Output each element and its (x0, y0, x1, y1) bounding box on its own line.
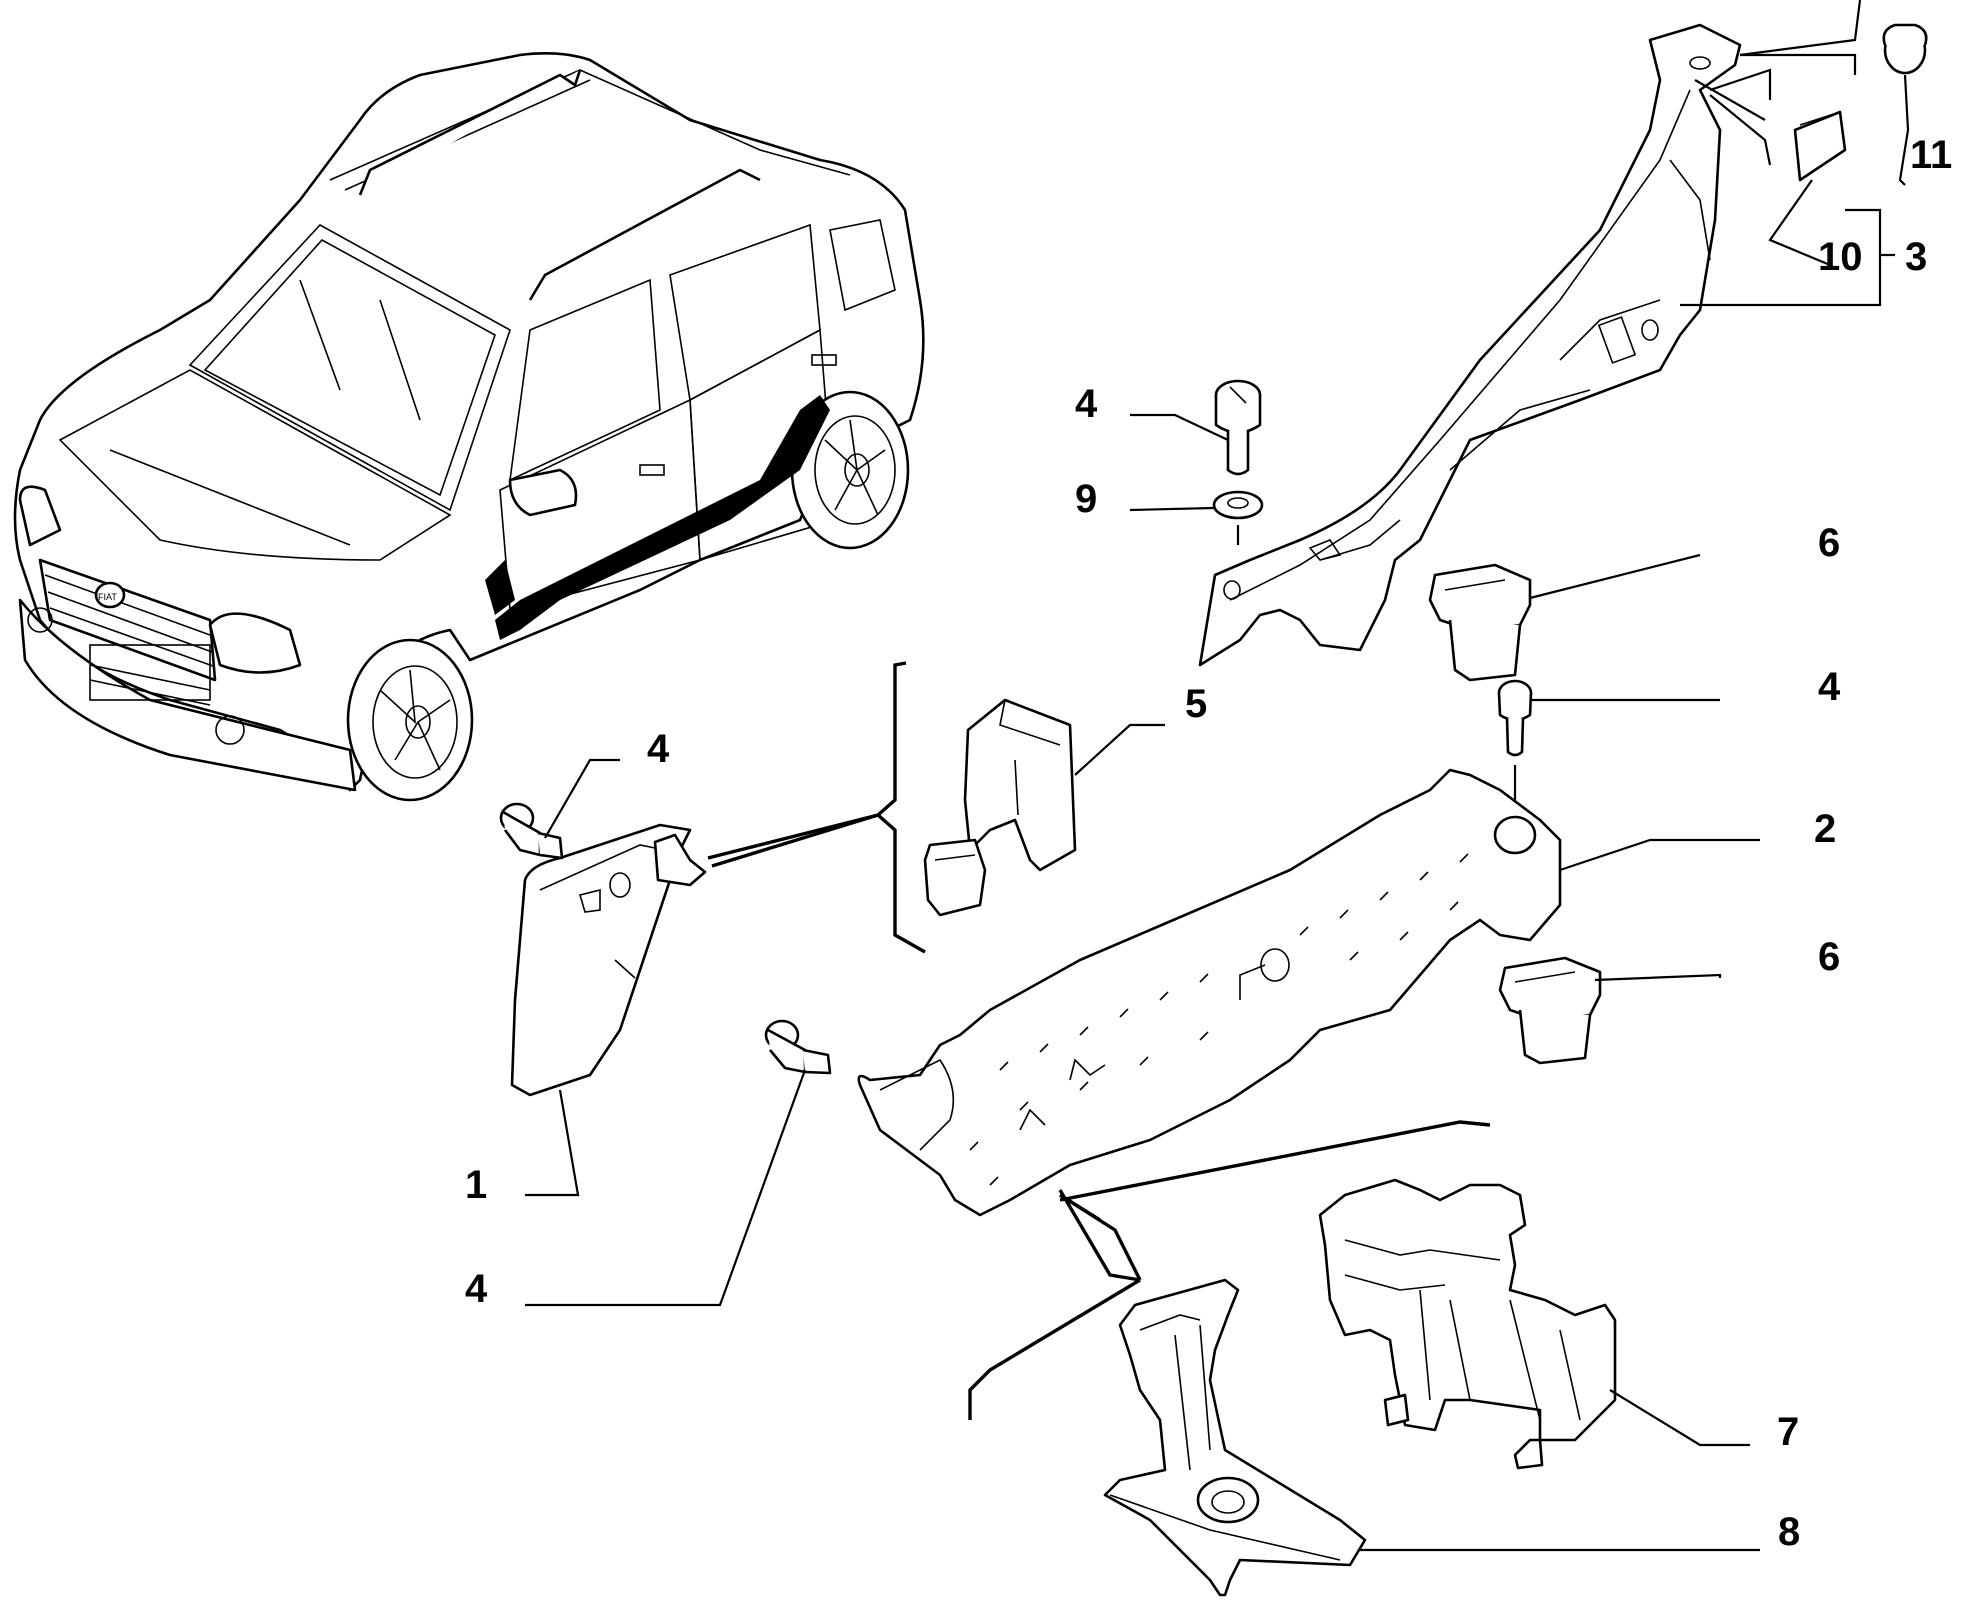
callout-8: 8 (1778, 1510, 1800, 1554)
highlighted-sill-trim (495, 395, 830, 640)
leader-lines (525, 0, 1910, 1552)
part-4-screw-top (1214, 379, 1262, 476)
part-5-bracket (923, 698, 1077, 917)
part-4-screw-right (1497, 679, 1533, 815)
vehicle-illustration: FIAT (13, 52, 925, 802)
part-8-duct (1103, 1278, 1367, 1597)
callout-7: 7 (1777, 1410, 1799, 1454)
callout-6-lower: 6 (1818, 935, 1840, 979)
part-11-clip (1882, 23, 1928, 75)
part-6-clip-lower (1498, 956, 1602, 1065)
callout-labels: 1 2 3 4 4 4 4 5 6 6 7 8 9 10 11 (465, 133, 1952, 1554)
part-10-cap (1793, 110, 1847, 182)
callout-11: 11 (1910, 133, 1952, 177)
callout-4-screw-right: 4 (1818, 665, 1841, 709)
part-3-rear-pillar-trim (1198, 23, 1742, 667)
callout-10: 10 (1818, 235, 1863, 279)
callout-3: 3 (1905, 235, 1927, 279)
part-2-sill-plate (857, 768, 1562, 1217)
part-6-clip-upper (1428, 563, 1532, 682)
sill-plate-ridges (969, 853, 1469, 1186)
part-4-screw-bottom (764, 1019, 832, 1075)
callout-4-screw-left: 4 (647, 727, 670, 771)
car-badge: FIAT (98, 592, 117, 602)
part-9-washer (1212, 490, 1264, 545)
callout-1: 1 (465, 1163, 487, 1207)
callout-4-screw-top: 4 (1075, 382, 1098, 426)
grouping-lines (707, 661, 1491, 1420)
callout-6-upper: 6 (1818, 521, 1840, 565)
callout-9: 9 (1075, 477, 1097, 521)
part-1-side-panel (510, 823, 707, 1097)
part-4-screw-left (499, 802, 564, 860)
callout-2: 2 (1814, 807, 1836, 851)
callout-4-screw-bottom: 4 (465, 1267, 488, 1311)
part-7-cross-bracket (1318, 1178, 1617, 1470)
callout-5: 5 (1185, 682, 1207, 726)
